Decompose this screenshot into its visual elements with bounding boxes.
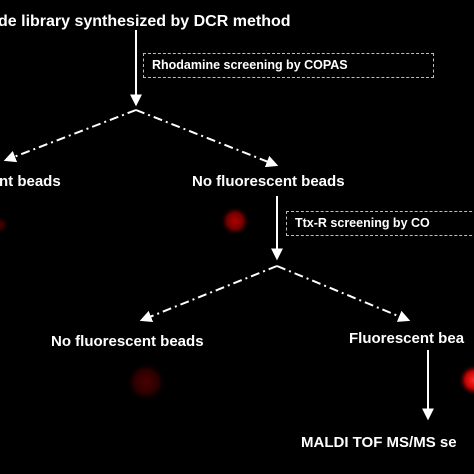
maldi-label: MALDI TOF MS/MS se <box>301 434 457 451</box>
bead-no-fluorescent-1 <box>220 206 250 236</box>
no-fluorescent-beads-label-2: No fluorescent beads <box>51 333 204 350</box>
arrow-split-right-1 <box>135 109 279 168</box>
bead-fluorescent <box>458 364 474 396</box>
fluorescent-beads-label-left: nt beads <box>0 173 61 190</box>
arrow-split-left-2 <box>139 265 278 323</box>
rhodamine-screen-box: Rhodamine screening by COPAS <box>143 53 434 78</box>
no-fluorescent-beads-label-1: No fluorescent beads <box>192 173 345 190</box>
arrow-split-left-1 <box>3 109 137 163</box>
fluorescent-beads-label-2: Fluorescent bea <box>349 330 465 347</box>
library-title: de library synthesized by DCR method <box>0 13 291 30</box>
bead-left-edge <box>0 217 8 233</box>
arrow-split-right-2 <box>276 265 411 322</box>
ttx-screen-box: Ttx-R screening by CO <box>286 211 474 236</box>
bead-no-fluorescent-2 <box>126 362 166 402</box>
